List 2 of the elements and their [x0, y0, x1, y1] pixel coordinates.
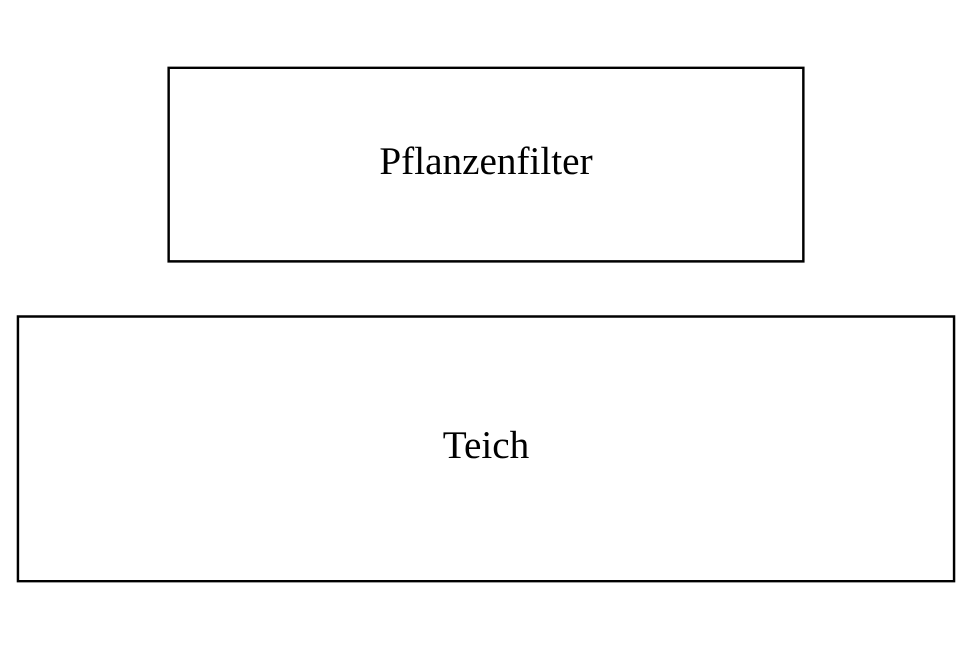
node-box: Pflanzenfilter [167, 66, 805, 262]
node-box: Teich [16, 314, 956, 582]
